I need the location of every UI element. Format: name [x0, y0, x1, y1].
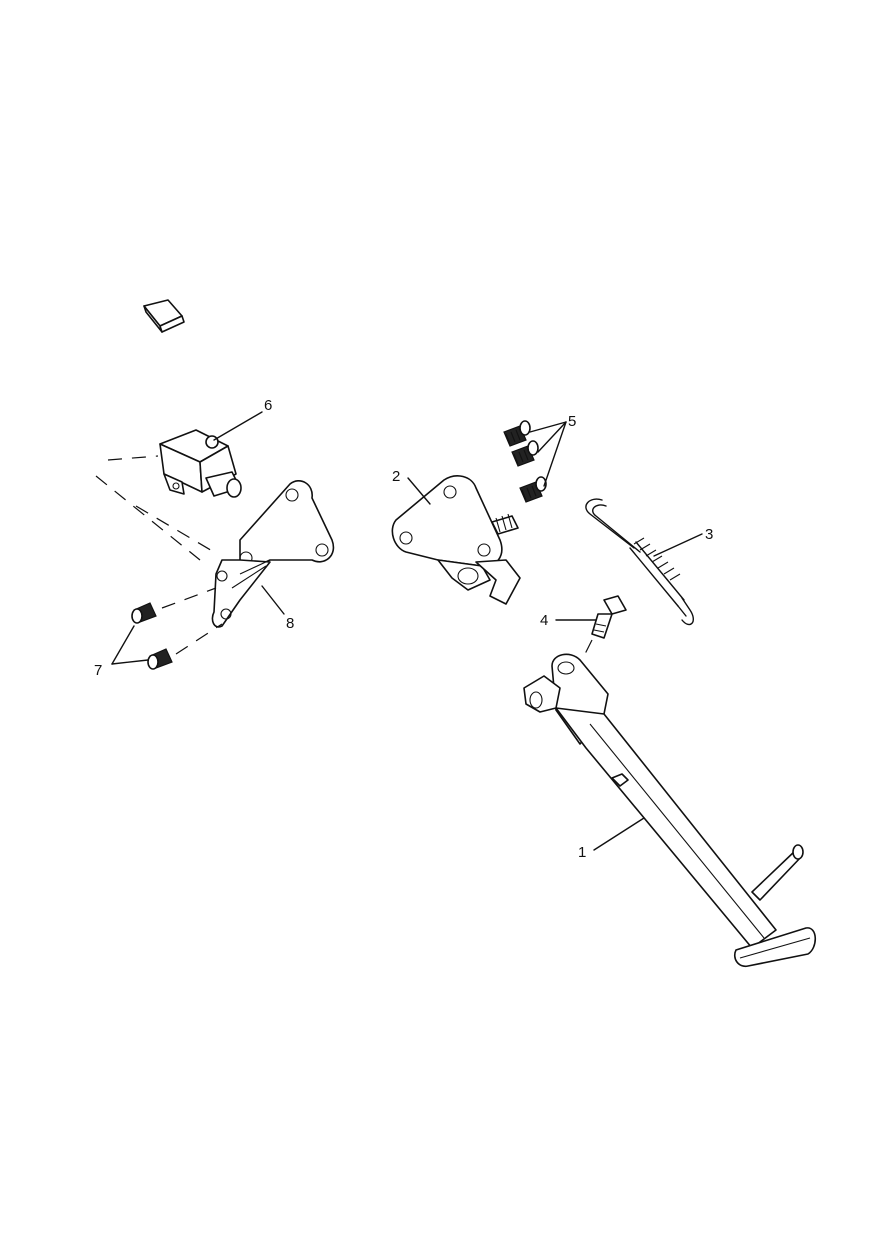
part-2-pivot-bracket	[391, 475, 521, 605]
part-7-mounting-screws	[131, 587, 223, 670]
screw-7b	[147, 648, 173, 670]
callout-8: 8	[286, 615, 294, 632]
screw-5c	[519, 476, 547, 503]
spring-coils	[633, 537, 681, 581]
part-4-pivot-bolt	[577, 595, 627, 669]
part-3-return-spring	[585, 498, 694, 626]
callout-6: 6	[264, 397, 272, 414]
screw-5a	[503, 420, 531, 447]
callout-2: 2	[392, 468, 400, 485]
callout-4: 4	[540, 612, 548, 629]
projection-lines-switch	[95, 455, 215, 561]
callout-3: 3	[705, 526, 713, 543]
callout-labels: 1 2 3 4 5 6 7 8	[94, 397, 713, 861]
part-6-sidestand-switch	[143, 299, 242, 498]
callout-1: 1	[578, 844, 586, 861]
callout-leaders	[111, 411, 703, 851]
callout-7: 7	[94, 662, 102, 679]
callout-5: 5	[568, 413, 576, 430]
screw-7a	[131, 602, 157, 624]
part-1-side-stand	[523, 653, 817, 968]
screw-5b	[511, 440, 539, 467]
part-5-bracket-screws	[503, 420, 547, 503]
part-8-switch-bracket	[211, 480, 335, 628]
